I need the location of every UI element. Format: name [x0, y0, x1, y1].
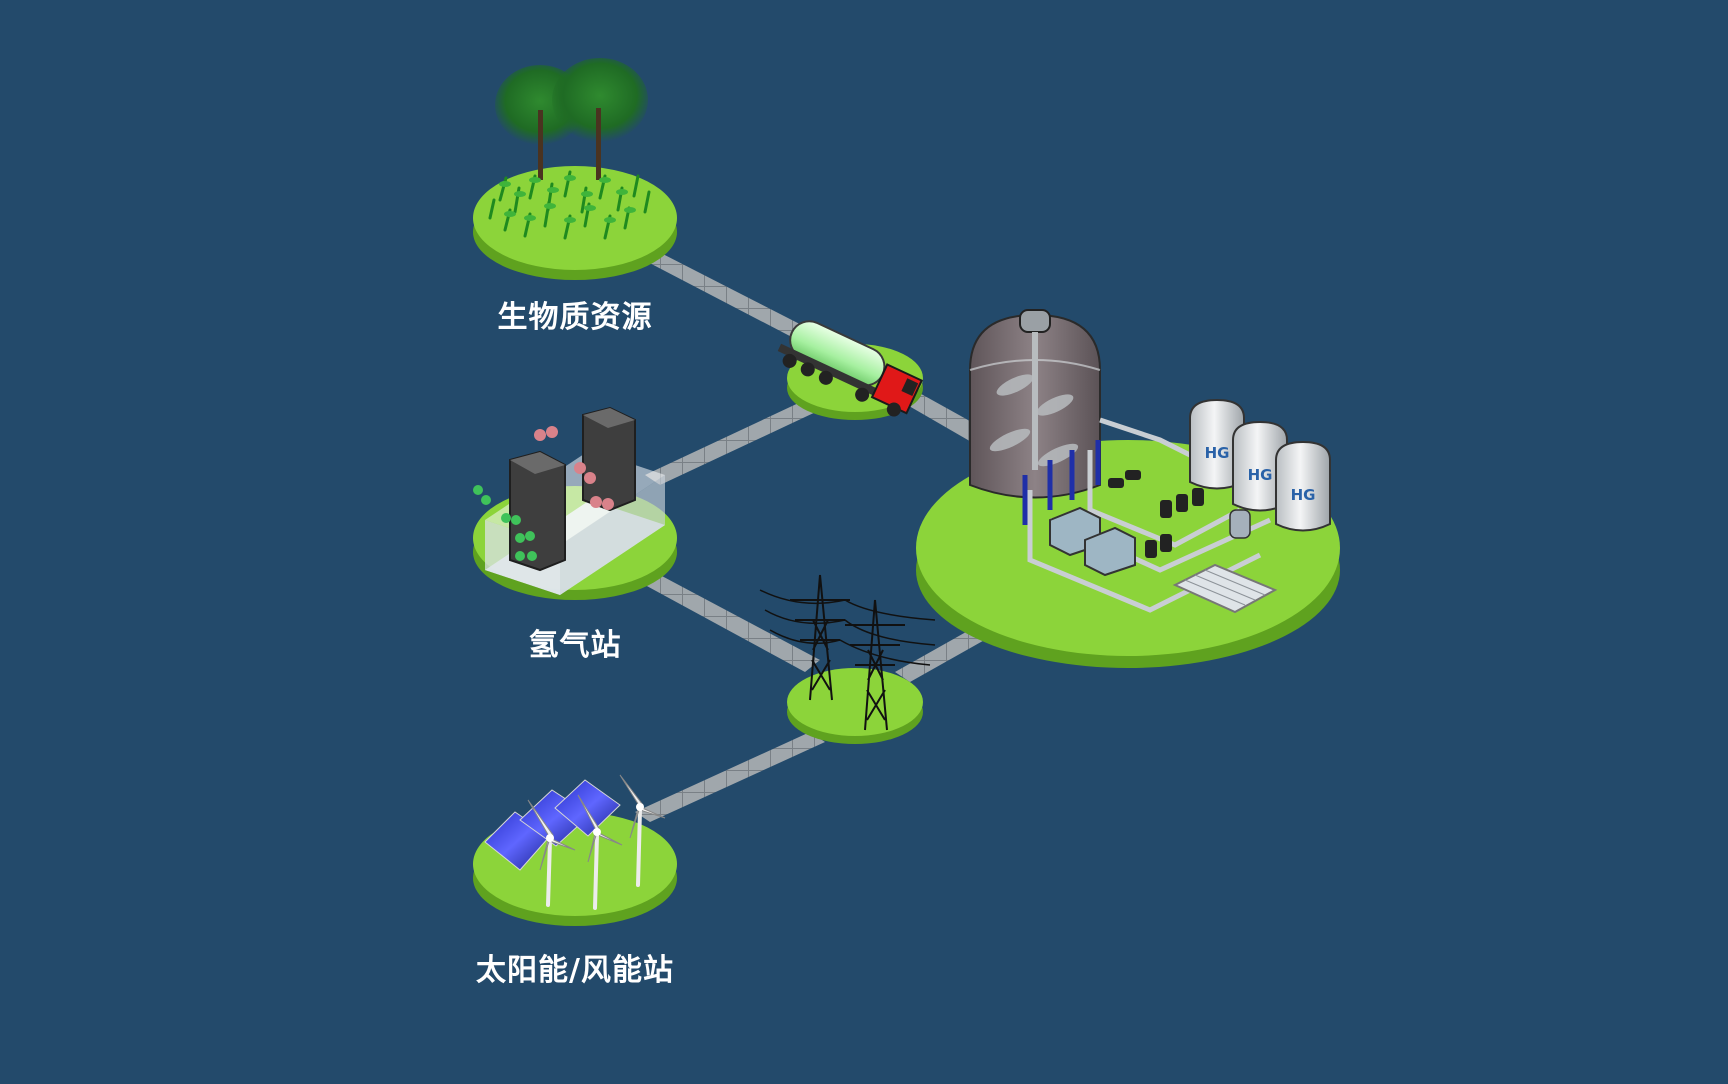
biogas-plant-icon: HG HG HG	[969, 309, 1331, 614]
tank-logo: HG	[1291, 486, 1316, 504]
node-hydrogen	[473, 406, 677, 600]
road-hydrogen-transport	[645, 400, 820, 485]
solar-wind-icon	[484, 774, 666, 910]
tank-logo: HG	[1248, 466, 1273, 484]
platform-top	[787, 668, 923, 736]
storage-tanks: HG HG HG	[1189, 398, 1331, 532]
road-hydrogen-grid	[645, 575, 820, 672]
tank-logo: HG	[1205, 444, 1230, 462]
label-hydrogen: 氢气站	[528, 628, 622, 663]
label-renewable: 太阳能/风能站	[476, 953, 674, 988]
label-biomass: 生物质资源	[497, 300, 653, 335]
storage-tank: HG	[1189, 398, 1245, 490]
node-biomass	[473, 58, 677, 280]
tanker-truck-icon	[777, 320, 924, 417]
node-grid	[759, 574, 936, 744]
node-renewable	[473, 774, 677, 926]
road-renewable-grid	[635, 732, 825, 822]
storage-tank: HG	[1232, 420, 1288, 512]
forest-crops-icon	[488, 58, 651, 240]
hydrogen-station-icon	[473, 406, 665, 595]
power-tower-icon	[759, 574, 936, 731]
storage-tank: HG	[1275, 440, 1331, 532]
node-transport	[777, 320, 924, 420]
node-plant: HG HG HG	[916, 309, 1340, 668]
